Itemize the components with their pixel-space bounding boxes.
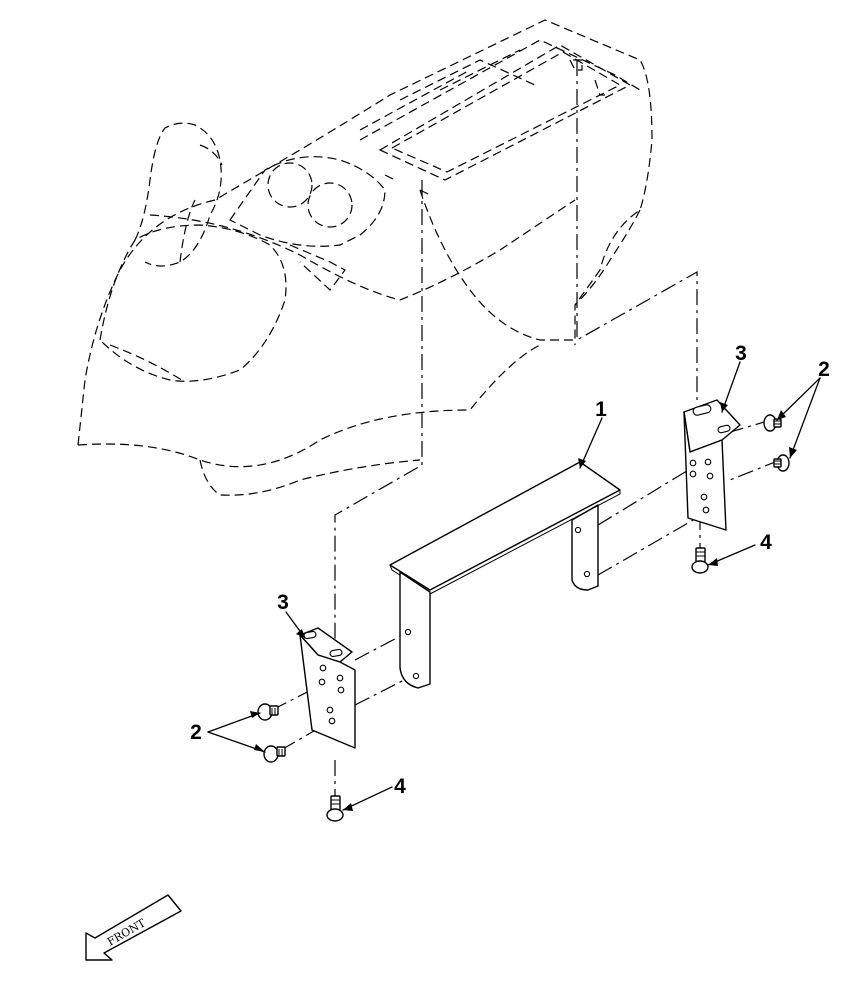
part-3-bracket-left: [299, 627, 356, 749]
callout-part-2-right: 2: [818, 358, 830, 381]
callout-part-2-left: 2: [190, 721, 202, 744]
callout-part-3-left: 3: [277, 591, 289, 614]
part-3-bracket-right: [683, 399, 741, 531]
callout-part-1: 1: [595, 398, 607, 421]
part-4-bolt-right: [691, 547, 709, 574]
part-2-screw-right-lower: [773, 454, 790, 472]
console-phantom-outline: [77, 19, 653, 496]
front-direction-arrow: FRONT: [85, 894, 182, 961]
part-1-plate: [389, 461, 621, 689]
callout-part-3-right: 3: [735, 342, 747, 365]
part-2-screw-left-upper: [257, 703, 279, 721]
callout-part-4-left: 4: [394, 775, 406, 798]
callout-part-4-right: 4: [760, 531, 772, 554]
part-2-screw-left-lower: [263, 745, 286, 763]
callout-leaders: [207, 361, 821, 811]
part-4-bolt-left: [326, 795, 344, 822]
part-2-screw-right-upper: [763, 414, 782, 432]
